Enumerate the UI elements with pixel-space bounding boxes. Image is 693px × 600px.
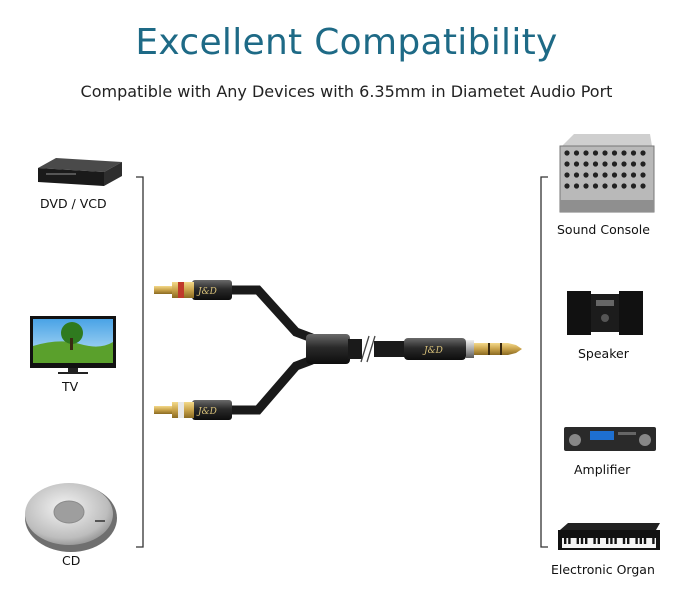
mixer-knob (630, 150, 637, 156)
mixer-knob (573, 172, 580, 178)
mixer-knob (583, 150, 589, 156)
right-device-label-sound-console: Sound Console (557, 222, 650, 237)
mixer-knob (583, 161, 589, 167)
rca-bottom-logo: J&D (196, 407, 217, 417)
organ-keys (564, 538, 655, 544)
mixer-knob (602, 183, 608, 189)
mixer-knob (573, 161, 580, 167)
mixer-knob (640, 161, 646, 167)
rca-top-logo: J&D (196, 287, 217, 297)
mixer-knob (640, 183, 646, 189)
page-subtitle: Compatible with Any Devices with 6.35mm … (80, 82, 613, 101)
mixer-knob (611, 161, 618, 167)
organ-black-key (622, 538, 626, 544)
mixer-knob (564, 150, 570, 156)
mixer-knob (621, 183, 627, 189)
mixer-knob (611, 183, 618, 189)
mixer-console-icon (559, 134, 655, 213)
organ-black-key (597, 538, 600, 544)
mixer-knob (602, 161, 608, 167)
mixer-knob (630, 161, 637, 167)
mixer-knob (592, 161, 599, 167)
right-device-label-electronic-organ: Electronic Organ (551, 562, 655, 577)
organ-black-key (614, 538, 617, 544)
mixer-knob (621, 172, 627, 178)
cable-assembly (154, 280, 522, 420)
organ-black-key (652, 538, 655, 544)
speaker-icon (567, 291, 643, 335)
left-bracket (136, 176, 144, 548)
organ-black-key (576, 538, 579, 544)
mixer-knob (611, 172, 618, 178)
mixer-knob (602, 172, 608, 178)
mixer-knob (630, 172, 637, 178)
organ-black-key (568, 538, 571, 544)
mixer-knob (602, 150, 608, 156)
mixer-knob (621, 150, 627, 156)
mixer-knob (564, 161, 570, 167)
mixer-knob (573, 183, 580, 189)
mixer-knob (630, 183, 637, 189)
left-device-label-tv: TV (62, 379, 79, 394)
mixer-knob (592, 150, 599, 156)
organ-black-key (606, 538, 609, 544)
mixer-knob (583, 183, 589, 189)
organ-black-key (635, 538, 638, 544)
organ-black-key (643, 538, 647, 544)
cd-player-icon (25, 483, 117, 552)
jack-logo: J&D (422, 346, 443, 356)
mixer-knob (573, 150, 580, 156)
organ-black-key (593, 538, 596, 544)
organ-black-key (585, 538, 588, 544)
organ-black-key (564, 538, 567, 544)
keyboard-icon (558, 523, 660, 550)
right-device-label-speaker: Speaker (578, 346, 629, 361)
left-device-label-dvd: DVD / VCD (40, 196, 107, 211)
mixer-knob (592, 183, 599, 189)
page-title: Excellent Compatibility (135, 22, 558, 63)
mixer-knobs (564, 150, 646, 189)
mixer-knob (564, 183, 570, 189)
left-device-label-cd: CD (62, 553, 81, 568)
mixer-knob (621, 161, 627, 167)
amplifier-icon (564, 427, 656, 451)
right-bracket (540, 176, 548, 548)
tv-icon (30, 316, 116, 374)
organ-black-key (580, 538, 584, 544)
organ-black-key (610, 538, 613, 544)
mixer-knob (640, 172, 646, 178)
right-device-label-amplifier: Amplifier (574, 462, 631, 477)
mixer-knob (592, 172, 599, 178)
mixer-knob (611, 150, 618, 156)
organ-black-key (639, 538, 642, 544)
organ-black-key (627, 538, 630, 544)
dvd-player-icon (38, 158, 122, 186)
mixer-knob (583, 172, 589, 178)
mixer-knob (640, 150, 646, 156)
mixer-knob (564, 172, 570, 178)
